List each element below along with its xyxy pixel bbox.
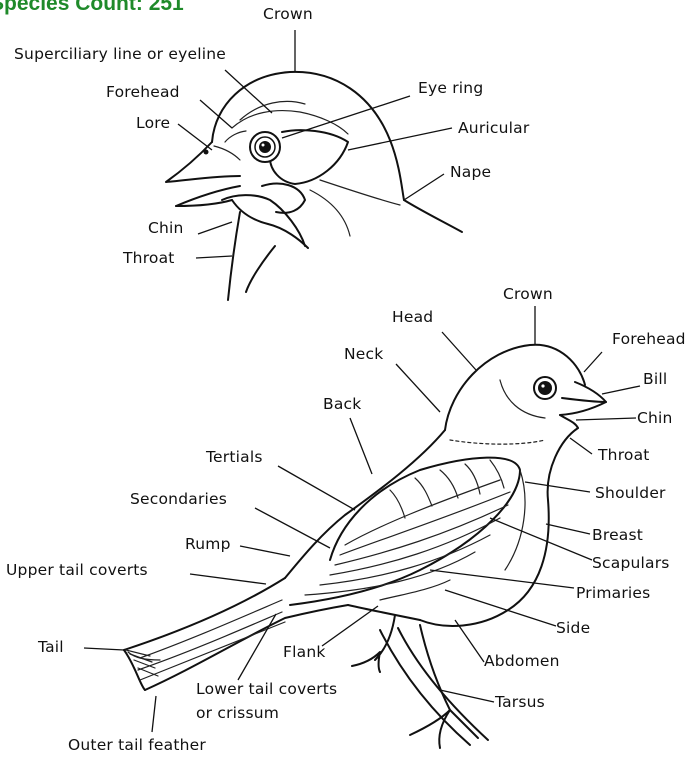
body-label-scapulars: Scapulars [592,554,670,572]
body-label-breast: Breast [592,526,643,544]
body-label-lower-tail-coverts: Lower tail coverts [196,680,337,698]
head-label-superciliary: Superciliary line or eyeline [14,45,226,63]
head-label-lore: Lore [136,114,170,132]
body-label-neck: Neck [344,345,383,363]
body-label-crissum: or crissum [196,704,279,722]
head-label-auricular: Auricular [458,119,529,137]
body-label-primaries: Primaries [576,584,650,602]
head-drawing [166,72,462,300]
body-label-side: Side [556,619,590,637]
head-label-eye-ring: Eye ring [418,79,483,97]
body-label-secondaries: Secondaries [130,490,227,508]
body-label-tertials: Tertials [206,448,263,466]
head-label-forehead: Forehead [106,83,180,101]
body-label-tarsus: Tarsus [495,693,545,711]
head-label-nape: Nape [450,163,491,181]
body-label-shoulder: Shoulder [595,484,666,502]
body-label-tail: Tail [38,638,64,656]
body-label-throat: Throat [598,446,650,464]
body-label-abdomen: Abdomen [484,652,560,670]
head-label-crown: Crown [263,5,313,23]
body-label-chin: Chin [637,409,673,427]
body-label-crown: Crown [503,285,553,303]
head-label-throat: Throat [123,249,175,267]
body-label-bill: Bill [643,370,667,388]
body-label-back: Back [323,395,361,413]
body-label-rump: Rump [185,535,231,553]
body-label-head: Head [392,308,433,326]
body-label-upper-tail-coverts: Upper tail coverts [6,561,148,579]
head-leader-lines [178,30,452,258]
head-label-chin: Chin [148,219,184,237]
body-label-forehead: Forehead [612,330,686,348]
body-label-flank: Flank [283,643,326,661]
body-label-outer-tail-feather: Outer tail feather [68,736,206,754]
